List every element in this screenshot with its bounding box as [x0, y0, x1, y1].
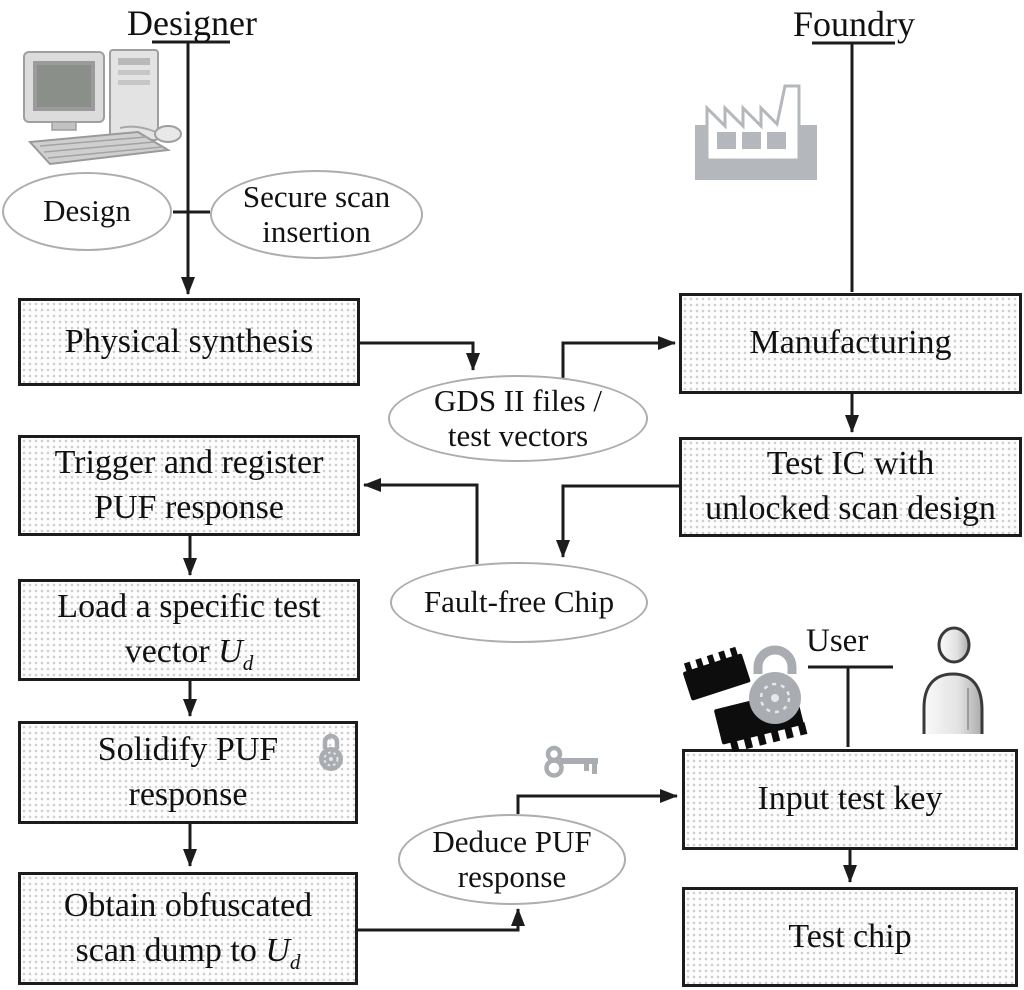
input-test-key-label: Input test key	[757, 780, 943, 818]
test-chip-label: Test chip	[788, 917, 912, 955]
load-test-vector-box: Load a specific test vector Ud	[18, 579, 360, 681]
test-ic-line2: unlocked scan design	[705, 490, 996, 527]
manufacturing-label: Manufacturing	[749, 324, 952, 362]
load-vector-line1: Load a specific test	[57, 588, 321, 626]
secure-scan-line2: insertion	[262, 213, 371, 249]
load-vector-line2: vector Ud	[125, 630, 254, 675]
test-ic-box: Test IC with unlocked scan design	[679, 437, 1022, 537]
physical-synthesis-box: Physical synthesis	[18, 298, 360, 386]
person-icon	[922, 626, 984, 734]
load-vector-variable: Ud	[218, 633, 254, 675]
deduce-puf-ellipse: Deduce PUF response	[398, 814, 626, 905]
test-ic-line1: Test IC with	[766, 445, 935, 483]
test-chip-box: Test chip	[682, 887, 1018, 987]
gds-line2: test vectors	[447, 417, 589, 453]
designer-title: Designer	[127, 3, 257, 43]
foundry-title: Foundry	[793, 4, 916, 44]
padlock-icon	[319, 733, 343, 771]
arrow-faultfree-to-trigger	[363, 478, 479, 564]
design-ellipse-label: Design	[43, 193, 131, 229]
trigger-register-line2: PUF response	[94, 488, 284, 526]
obtain-scan-dump-box: Obtain obfuscated scan dump to Ud	[18, 872, 358, 985]
trigger-register-puf-box: Trigger and register PUF response	[18, 435, 360, 536]
gds-line1: GDS II files /	[434, 382, 602, 418]
fault-free-chip-ellipse: Fault-free Chip	[390, 562, 648, 643]
gds-files-ellipse: GDS II files / test vectors	[388, 375, 648, 462]
obtain-dump-line1: Obtain obfuscated	[63, 886, 313, 924]
load-vector-line2-prefix: vector	[124, 633, 219, 670]
arrow-physical-to-gds	[360, 341, 480, 371]
secure-scan-line1: Secure scan	[242, 178, 391, 214]
factory-icon	[695, 84, 817, 180]
solidify-puf-box: Solidify PUF response	[18, 721, 358, 824]
input-test-key-box: Input test key	[682, 749, 1018, 850]
arrow-testic-to-faultfree	[556, 484, 680, 558]
computer-icon	[23, 49, 182, 166]
solidify-line2: response	[128, 775, 248, 813]
obtain-dump-line2-prefix: scan dump to	[75, 931, 266, 969]
arrow-obtain-to-deduce	[358, 908, 525, 932]
arrow-deduce-to-inputkey	[516, 789, 678, 814]
secure-scan-insertion-ellipse: Secure scan insertion	[210, 170, 423, 259]
arrow-gds-to-manufacturing	[561, 336, 676, 378]
key-icon	[544, 745, 598, 778]
manufacturing-box: Manufacturing	[679, 293, 1022, 394]
deduce-line2: response	[457, 858, 567, 894]
deduce-line1: Deduce PUF	[432, 823, 592, 859]
fault-free-label: Fault-free Chip	[423, 584, 615, 620]
obtain-dump-line2: scan dump to Ud	[76, 929, 301, 974]
chip-lock-icon	[683, 645, 808, 752]
physical-synthesis-label: Physical synthesis	[64, 322, 314, 360]
trigger-register-line1: Trigger and register	[54, 443, 324, 481]
user-title: User	[806, 623, 869, 659]
obtain-dump-variable: Ud	[265, 931, 301, 974]
solidify-line1: Solidify PUF	[97, 730, 279, 768]
design-ellipse: Design	[2, 172, 172, 251]
